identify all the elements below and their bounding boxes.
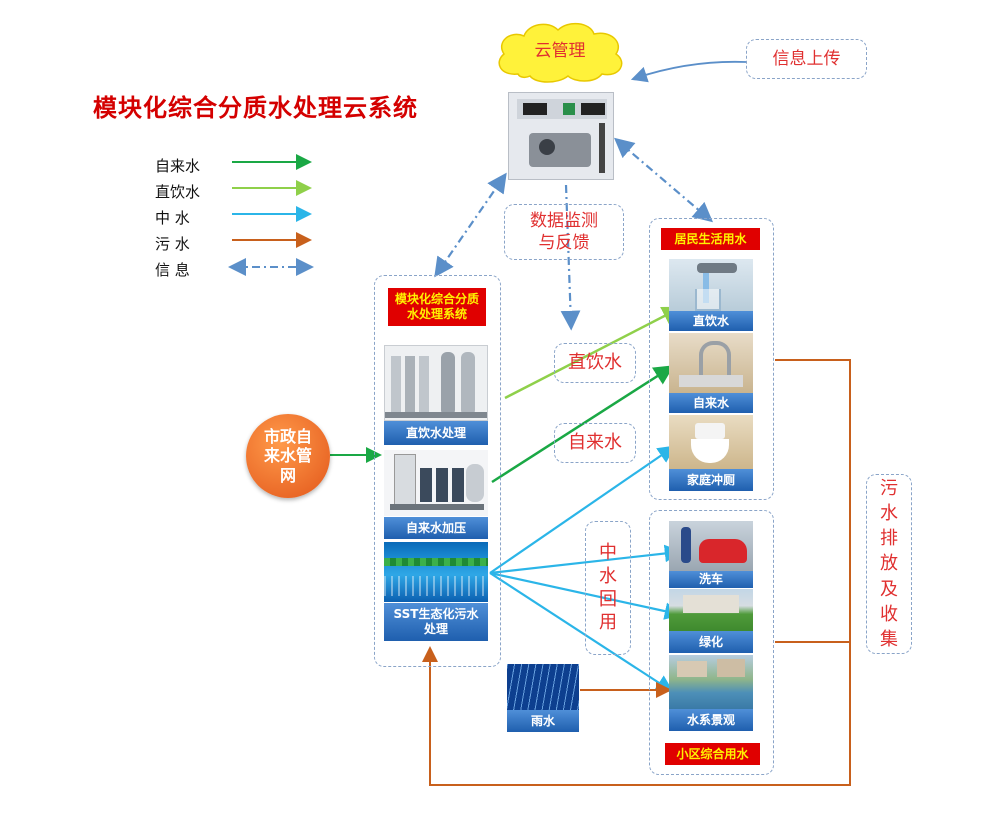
sewage-label: 污水排放及收集 [880,477,898,650]
residential-flush-label: 家庭冲厕 [669,469,753,491]
car-wash-label: 洗车 [669,571,753,588]
rain-label: 雨水 [507,710,579,732]
greening-label: 绿化 [669,631,753,653]
legend: 自来水 直饮水 中 水 污 水 信 息 [155,155,325,285]
municipal-water-node: 市政自来水管网 [246,414,330,498]
residential-title: 居民生活用水 [661,228,760,250]
reclaimed-flow-carwash [489,544,683,575]
sst-treatment-label: SST生态化污水处理 [384,603,488,641]
rain-image [507,664,579,710]
sst-treatment-label-text: SST生态化污水处理 [393,607,479,636]
greening-image [669,589,753,631]
cloud-icon [498,22,623,83]
pressurize-image [384,450,488,516]
reclaimed-flow-box: 中水回用 [585,521,631,655]
legend-label-tap: 自来水 [155,157,201,175]
drinking-flow-label: 直饮水 [554,343,636,383]
legend-label-drinking: 直饮水 [155,183,201,201]
landscape-label: 水系景观 [669,709,753,731]
info-line-module [434,172,507,278]
server-equipment-image [508,92,614,180]
module-system-title: 模块化综合分质水处理系统 [388,288,486,326]
toilet-image [669,415,753,469]
municipal-water-label: 市政自来水管网 [263,427,312,485]
sewage-box: 污水排放及收集 [866,474,912,654]
residential-drinking-label: 直饮水 [669,311,753,331]
kitchen-faucet-image [669,333,753,393]
drinking-tap-image [669,259,753,311]
legend-label-info: 信 息 [155,261,190,279]
page-title: 模块化综合分质水处理云系统 [93,94,418,122]
info-line-upload [630,60,747,83]
module-system-title-text: 模块化综合分质水处理系统 [395,292,480,321]
sst-treatment-image [384,542,488,602]
reclaimed-flow-label: 中水回用 [599,542,617,634]
car-wash-image [669,521,753,571]
tap-flow-label: 自来水 [554,423,636,463]
drinking-treatment-label: 直饮水处理 [384,421,488,445]
legend-label-sewage: 污 水 [155,235,190,253]
drinking-treatment-image [384,345,488,421]
info-line-center [560,184,581,331]
sewage-loop [422,359,851,786]
reclaimed-flow-toilet [489,445,676,574]
reclaimed-flow-green [489,571,683,620]
community-title: 小区综合用水 [665,743,760,765]
pressurize-label: 自来水加压 [384,517,488,539]
residential-tap-label: 自来水 [669,393,753,413]
info-upload-box: 信息上传 [746,39,867,79]
community-container [649,510,774,775]
legend-label-reclaimed: 中 水 [155,209,190,227]
residential-container [649,218,774,500]
cloud-label: 云管理 [534,41,586,61]
landscape-image [669,655,753,709]
data-monitor-box: 数据监测与反馈 [504,204,624,260]
module-system-container [374,275,501,667]
info-line-residential [613,137,714,223]
data-monitor-label: 数据监测与反馈 [530,210,598,253]
tap-flow [491,365,675,484]
reclaimed-flow-landscape [489,572,674,693]
